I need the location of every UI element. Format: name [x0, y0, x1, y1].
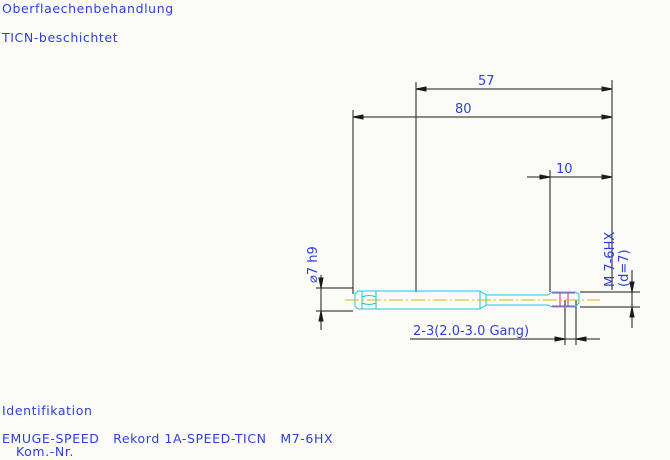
- arrow-head: [601, 86, 613, 92]
- arrow-head: [318, 277, 324, 289]
- dim-thread-d-text: (d=7): [617, 249, 632, 287]
- arrow-head: [629, 281, 635, 293]
- product-designation: EMUGE-SPEED Rekord 1A-SPEED-TICN M7-6HX: [2, 431, 334, 446]
- dim-80-text: 80: [455, 102, 472, 117]
- arrow-head: [352, 114, 364, 120]
- dimension-lines: [316, 80, 640, 345]
- arrow-head: [601, 114, 613, 120]
- dimension-texts: 57 80 10 2-3(2.0-3.0 Gang) ⌀7 h9 M 7-6HX…: [306, 74, 632, 339]
- arrow-head: [601, 174, 613, 180]
- arrow-head: [554, 336, 566, 342]
- arrow-head: [575, 336, 587, 342]
- arrow-head: [539, 174, 551, 180]
- dim-thread-spec-text: M 7-6HX: [603, 232, 618, 287]
- tap-tool: [354, 290, 580, 310]
- dim-10-text: 10: [556, 162, 573, 177]
- surface-treatment-label: Oberflaechenbehandlung: [2, 1, 174, 16]
- dim-chamfer-text: 2-3(2.0-3.0 Gang): [413, 324, 529, 339]
- identification-label: Identifikation: [2, 403, 93, 418]
- dim-57-text: 57: [478, 74, 495, 89]
- dim-shank-dia-text: ⌀7 h9: [306, 246, 321, 283]
- tool-outline: [354, 290, 580, 310]
- kom-nr-label: Kom.-Nr.: [16, 444, 74, 459]
- arrow-head: [318, 310, 324, 322]
- arrow-head: [415, 86, 427, 92]
- coating-label: TICN-beschichtet: [2, 30, 119, 45]
- arrow-head: [629, 306, 635, 318]
